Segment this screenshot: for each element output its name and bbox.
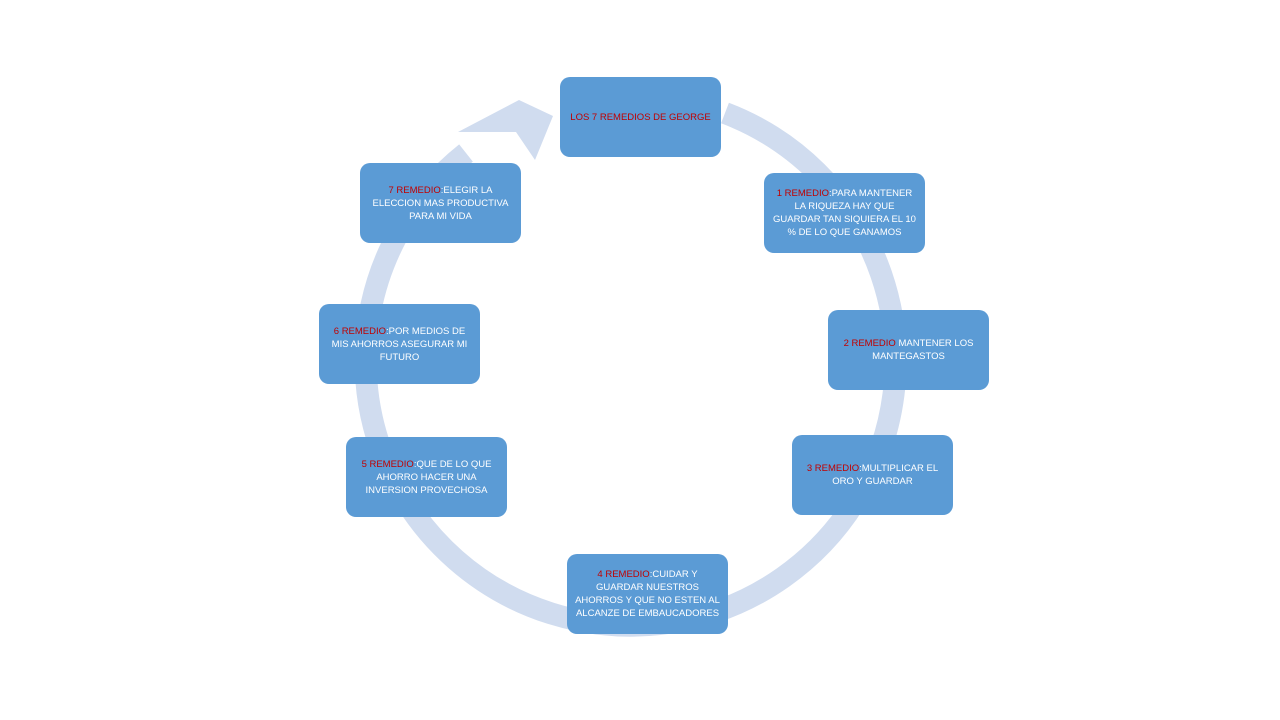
remedy-node-3: 3 REMEDIO:MULTIPLICAR EL ORO Y GUARDAR: [792, 435, 953, 515]
remedy-4-text: :CUIDAR Y GUARDAR NUESTROS AHORROS Y QUE…: [575, 569, 720, 619]
remedy-3-prefix: 3 REMEDIO: [806, 463, 860, 474]
remedy-7-text: :ELEGIR LA ELECCION MAS PRODUCTIVA PARA …: [372, 184, 509, 222]
remedy-node-5: 5 REMEDIO:QUE DE LO QUE AHORRO HACER UNA…: [346, 437, 507, 517]
remedy-2-text: MANTENER LOS MANTEGASTOS: [872, 338, 974, 362]
remedy-7-label: 7 REMEDIO:ELEGIR LA ELECCION MAS PRODUCT…: [366, 184, 515, 223]
remedy-node-1: 1 REMEDIO:PARA MANTENER LA RIQUEZA HAY Q…: [764, 173, 925, 253]
remedy-6-prefix: 6 REMEDIO: [333, 325, 387, 337]
remedy-node-2: 2 REMEDIO MANTENER LOS MANTEGASTOS: [828, 310, 989, 390]
remedy-node-7: 7 REMEDIO:ELEGIR LA ELECCION MAS PRODUCT…: [360, 163, 521, 243]
remedy-4-prefix: 4 REMEDIO: [597, 569, 650, 580]
center-title: LOS 7 REMEDIOS DE GEORGE: [570, 111, 711, 123]
remedy-6-text: :POR MEDIOS DE MIS AHORROS ASEGURAR MI F…: [331, 325, 468, 363]
remedy-7-prefix: 7 REMEDIO: [388, 184, 441, 196]
remedy-5-label: 5 REMEDIO:QUE DE LO QUE AHORRO HACER UNA…: [352, 458, 501, 497]
remedy-1-prefix: 1 REMEDIO: [776, 188, 830, 199]
remedy-1-text: :PARA MANTENER LA RIQUEZA HAY QUE GUARDA…: [773, 188, 916, 238]
remedy-3-label: 3 REMEDIO:MULTIPLICAR EL ORO Y GUARDAR: [798, 462, 947, 488]
center-title-node: LOS 7 REMEDIOS DE GEORGE: [560, 77, 721, 157]
remedy-node-4: 4 REMEDIO:CUIDAR Y GUARDAR NUESTROS AHOR…: [567, 554, 728, 634]
remedy-node-6: 6 REMEDIO:POR MEDIOS DE MIS AHORROS ASEG…: [319, 304, 480, 384]
remedy-3-text: :MULTIPLICAR EL ORO Y GUARDAR: [832, 463, 939, 487]
remedy-5-prefix: 5 REMEDIO: [361, 458, 414, 470]
remedy-6-label: 6 REMEDIO:POR MEDIOS DE MIS AHORROS ASEG…: [325, 325, 474, 364]
remedy-4-label: 4 REMEDIO:CUIDAR Y GUARDAR NUESTROS AHOR…: [573, 568, 722, 620]
remedy-2-label: 2 REMEDIO MANTENER LOS MANTEGASTOS: [834, 337, 983, 363]
remedy-5-text: :QUE DE LO QUE AHORRO HACER UNA INVERSIO…: [365, 458, 492, 496]
remedy-1-label: 1 REMEDIO:PARA MANTENER LA RIQUEZA HAY Q…: [770, 187, 919, 239]
remedy-2-prefix: 2 REMEDIO: [843, 338, 896, 349]
